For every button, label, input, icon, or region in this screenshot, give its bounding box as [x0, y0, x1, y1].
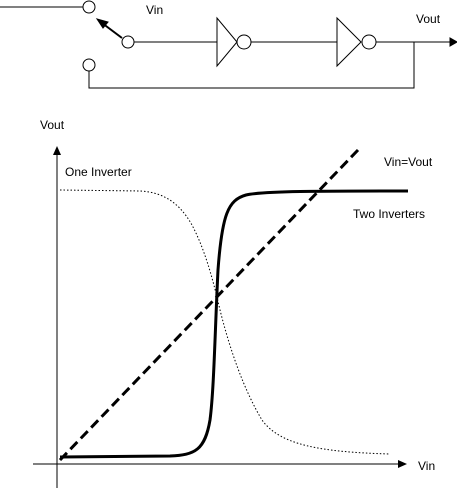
inverter-2-bubble: [361, 34, 377, 50]
output-arrowhead: [449, 37, 457, 47]
label-one-inverter: One Inverter: [65, 165, 132, 179]
y-axis-arrowhead: [53, 146, 61, 155]
switch-pivot: [121, 35, 135, 49]
curve-two-inverters: [59, 189, 409, 459]
label-vin-equals-vout: Vin=Vout: [384, 155, 433, 169]
label-two-inverters: Two Inverters: [353, 207, 425, 221]
graph-axes: [33, 146, 407, 488]
curve-vin-equals-vout: [58, 148, 360, 462]
x-axis-arrowhead: [398, 460, 407, 468]
switch-contact-bottom: [82, 58, 96, 72]
x-axis-label: Vin: [418, 459, 435, 473]
switch-contact-top: [82, 0, 96, 14]
switch-arrowhead: [95, 18, 109, 29]
inverter-2: [336, 16, 362, 68]
circuit-schematic: [0, 0, 457, 89]
switch-vin-label: Vin: [146, 3, 163, 17]
curve-one-inverter: [59, 189, 391, 455]
inverter-1-bubble: [236, 34, 252, 50]
feedback-wire: [88, 42, 415, 89]
inverter-1: [216, 16, 238, 68]
circuit-vout-label: Vout: [416, 12, 441, 26]
y-axis-label: Vout: [40, 118, 65, 132]
